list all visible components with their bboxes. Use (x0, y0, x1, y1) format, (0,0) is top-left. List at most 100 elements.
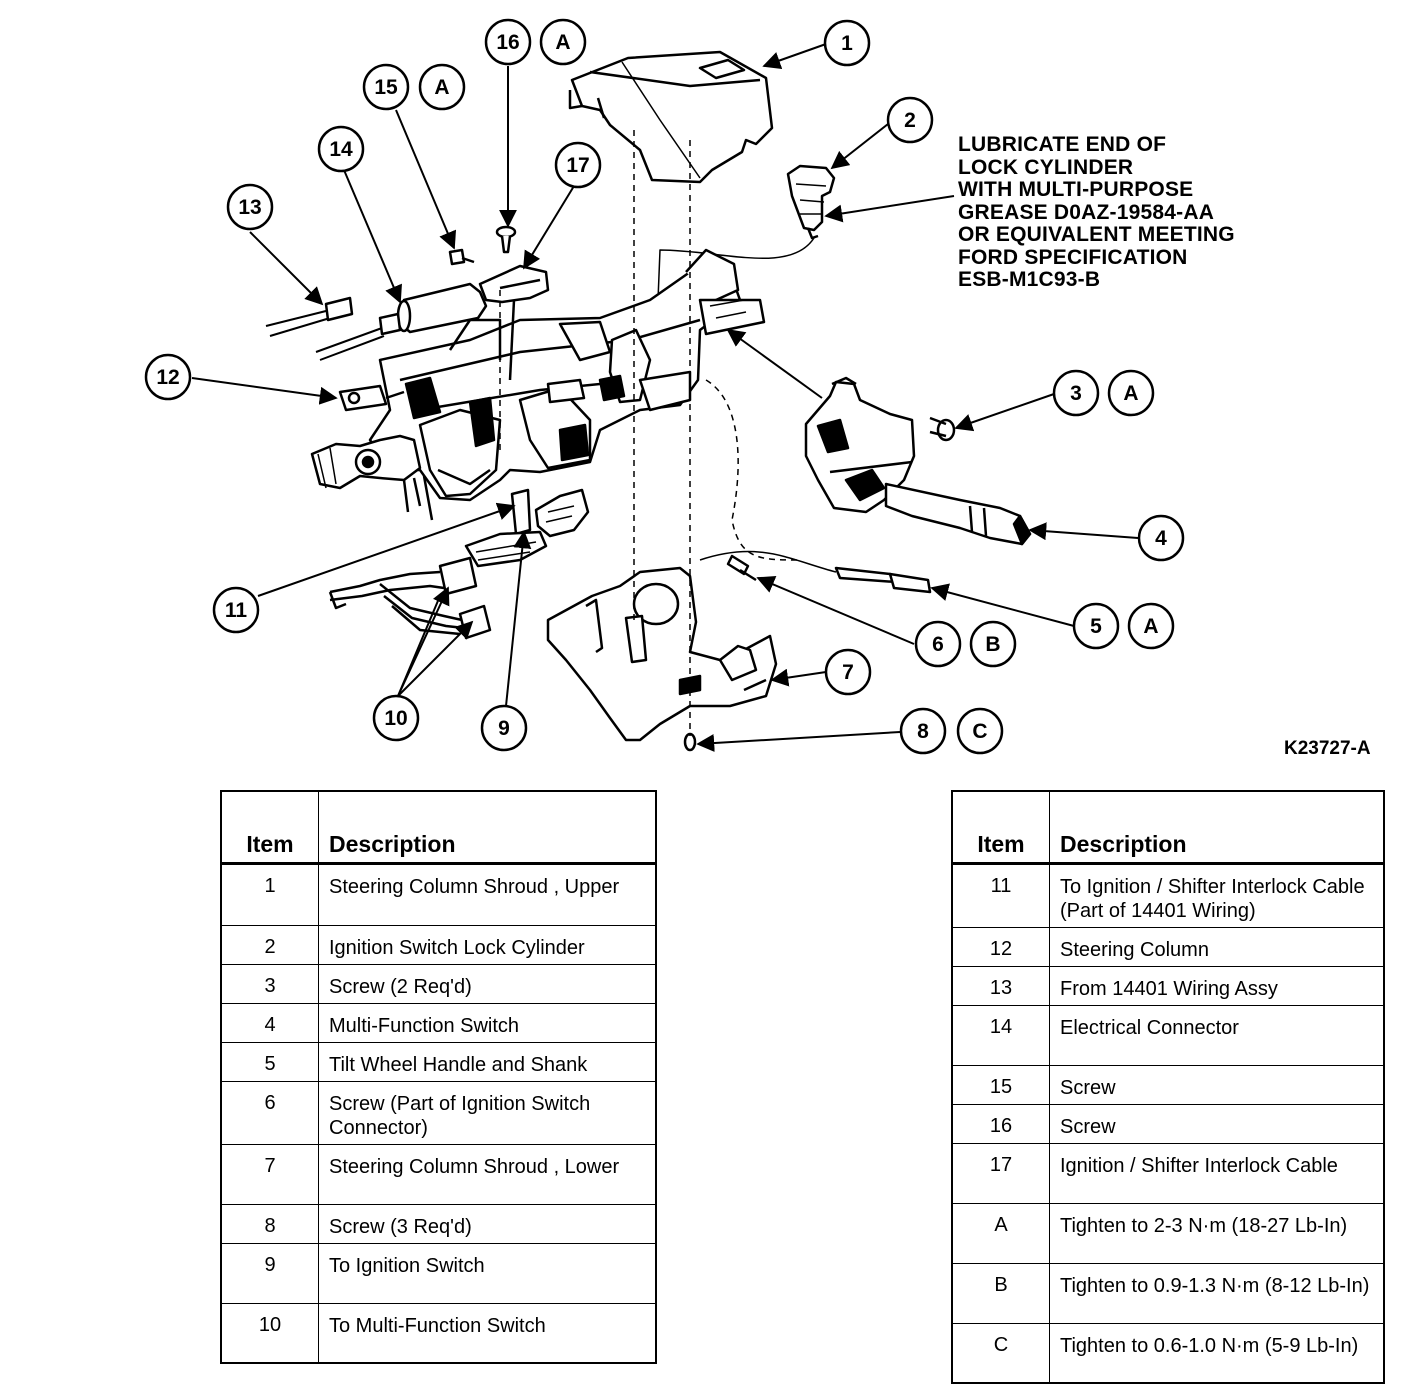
svg-text:12: 12 (156, 366, 179, 389)
item-description: Electrical Connector (1049, 1004, 1385, 1066)
item-description: Steering Column Shroud , Lower (318, 1143, 657, 1205)
callout-12: 12 (144, 353, 192, 401)
note-line: ESB-M1C93-B (958, 268, 1101, 291)
svg-text:2: 2 (904, 109, 916, 132)
note-line: OR EQUIVALENT MEETING (958, 223, 1235, 246)
svg-text:3: 3 (1070, 382, 1082, 405)
svg-text:6: 6 (932, 633, 944, 656)
callout-6: 6 (914, 620, 962, 668)
note-line: GREASE D0AZ-19584-AA (958, 200, 1215, 224)
item-number: 5 (220, 1041, 319, 1082)
tilt-handle-part (699, 550, 932, 594)
item-number: 14 (951, 1004, 1050, 1066)
item-column-header: Item (951, 790, 1050, 865)
svg-text:8: 8 (917, 720, 929, 743)
item-description: Steering Column Shroud , Upper (318, 862, 657, 926)
svg-text:A: A (1123, 382, 1138, 405)
item-number: 16 (951, 1103, 1050, 1144)
item-description: Multi-Function Switch (318, 1002, 657, 1043)
svg-text:16: 16 (496, 31, 519, 54)
note-line: LOCK CYLINDER (958, 155, 1134, 179)
item-description: Screw (1049, 1103, 1385, 1144)
callout-10: 10 (372, 694, 420, 742)
callout-16: 16 (484, 18, 532, 66)
figure-id: K23727-A (1284, 738, 1371, 759)
svg-text:A: A (434, 76, 449, 99)
item-description: Steering Column (1049, 926, 1385, 967)
ignition-switch-part (534, 488, 590, 538)
callout-6-torque: B (969, 620, 1017, 668)
svg-text:4: 4 (1155, 527, 1167, 550)
svg-text:A: A (1143, 615, 1158, 638)
svg-text:5: 5 (1090, 615, 1102, 638)
torque-code: C (951, 1322, 1050, 1384)
svg-text:A: A (555, 31, 570, 54)
callout-5-torque: A (1127, 602, 1175, 650)
callout-15-torque: A (418, 63, 466, 111)
callout-15: 15 (362, 63, 410, 111)
item-description: Screw (Part of Ignition Switch Connector… (318, 1080, 657, 1145)
callout-17: 17 (554, 141, 602, 189)
torque-spec: Tighten to 0.6-1.0 N·m (5-9 Lb-In) (1049, 1322, 1385, 1384)
svg-text:1: 1 (841, 32, 853, 55)
legend-header-row: Item Description (220, 790, 657, 865)
item-description: To Ignition Switch (318, 1242, 657, 1304)
callout-7: 7 (824, 648, 872, 696)
description-column-header: Description (318, 790, 657, 865)
screw-16-part (495, 225, 517, 254)
callout-4: 4 (1137, 514, 1185, 562)
callout-13: 13 (226, 183, 274, 231)
upper-shroud-part (568, 50, 774, 184)
item-description: Screw (1049, 1064, 1385, 1105)
item-number: 13 (951, 965, 1050, 1006)
assembly-lines (499, 130, 801, 736)
electrical-connector-part (265, 282, 488, 361)
callout-1: 1 (823, 19, 871, 67)
callout-14: 14 (317, 125, 365, 173)
svg-text:9: 9 (498, 717, 510, 740)
torque-spec: Tighten to 0.9-1.3 N·m (8-12 Lb-In) (1049, 1262, 1385, 1324)
item-description: To Ignition / Shifter Interlock Cable (P… (1049, 862, 1385, 928)
callout-5: 5 (1072, 602, 1120, 650)
torque-code: A (951, 1202, 1050, 1264)
lower-shroud-part (546, 566, 778, 742)
item-number: 12 (951, 926, 1050, 967)
item-description: Ignition Switch Lock Cylinder (318, 924, 657, 965)
item-description: Tilt Wheel Handle and Shank (318, 1041, 657, 1082)
item-number: 11 (951, 862, 1050, 928)
svg-text:17: 17 (566, 154, 589, 177)
steering-column-part (368, 248, 766, 502)
lubrication-note: LUBRICATE END OF LOCK CYLINDER WITH MULT… (958, 133, 1288, 292)
exploded-view-diagram: 1 2 3 A 4 5 A 6 B 7 8 C 9 10 11 12 13 14… (144, 18, 1185, 755)
item-number: 6 (220, 1080, 319, 1145)
item-number: 15 (951, 1064, 1050, 1105)
item-number: 7 (220, 1143, 319, 1205)
wiring-harness-part (328, 530, 548, 640)
u-joint-part (310, 384, 434, 521)
item-number: 8 (220, 1203, 319, 1244)
screw-15-part (448, 248, 475, 266)
legend-header-row: Item Description (951, 790, 1385, 865)
screw-6-part (726, 554, 757, 582)
item-description: Ignition / Shifter Interlock Cable (1049, 1142, 1385, 1204)
callout-3-torque: A (1107, 369, 1155, 417)
item-number: 2 (220, 924, 319, 965)
callout-11: 11 (212, 586, 260, 634)
note-line: WITH MULTI-PURPOSE (958, 178, 1194, 201)
item-number: 1 (220, 862, 319, 926)
svg-text:13: 13 (238, 196, 261, 219)
callout-8-torque: C (956, 707, 1004, 755)
screw-3-part (929, 416, 956, 442)
